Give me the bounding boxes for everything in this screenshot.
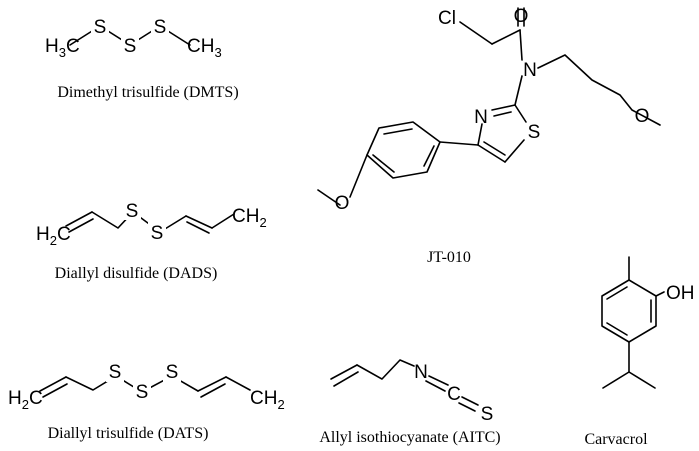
caption-carvacrol: Carvacrol (584, 431, 648, 448)
caption-dats: Diallyl trisulfide (DATS) (48, 425, 209, 442)
atom-n-amide: N (523, 60, 537, 81)
structure-jt010: Cl O N N S O O (317, 6, 661, 214)
atom-s: S (481, 404, 494, 425)
atom-n: N (414, 362, 428, 383)
atom-s2: S (151, 223, 164, 244)
atom-h2c: H2C (36, 224, 71, 248)
atom-ch2: CH2 (232, 206, 267, 230)
atom-s3: S (166, 362, 179, 383)
atom-s1: S (126, 201, 139, 222)
atom-s2: S (124, 36, 137, 57)
atom-h2c: H2C (8, 388, 43, 412)
atom-ch3-left: H3C (45, 36, 80, 60)
atom-s3: S (154, 17, 167, 38)
atom-s1: S (109, 362, 122, 383)
atom-o-ether: O (635, 106, 650, 127)
structure-carvacrol: OH (601, 256, 695, 389)
structure-dats: H2C S S S CH2 (8, 362, 285, 412)
atom-s2: S (136, 382, 149, 403)
atom-oh: OH (666, 283, 695, 304)
atom-ch3-right: CH3 (187, 36, 222, 60)
atom-o-carbonyl: O (514, 6, 529, 27)
structure-dmts: H3C S S S CH3 (45, 16, 222, 60)
structure-aitc: N C S (330, 359, 494, 425)
caption-dads: Diallyl disulfide (DADS) (55, 265, 218, 282)
caption-dmts: Dimethyl trisulfide (DMTS) (57, 84, 238, 101)
atom-s1: S (94, 17, 107, 38)
caption-aitc: Allyl isothiocyanate (AITC) (319, 429, 500, 446)
caption-jt010: JT-010 (427, 249, 471, 266)
atom-s-ring: S (528, 122, 541, 143)
atom-ch2: CH2 (250, 388, 285, 412)
atom-c: C (447, 384, 461, 405)
atom-cl: Cl (438, 8, 456, 29)
atom-o-methoxy: O (335, 193, 350, 214)
structure-dads: H2C S S CH2 (36, 200, 267, 248)
atom-n-ring: N (474, 107, 488, 128)
